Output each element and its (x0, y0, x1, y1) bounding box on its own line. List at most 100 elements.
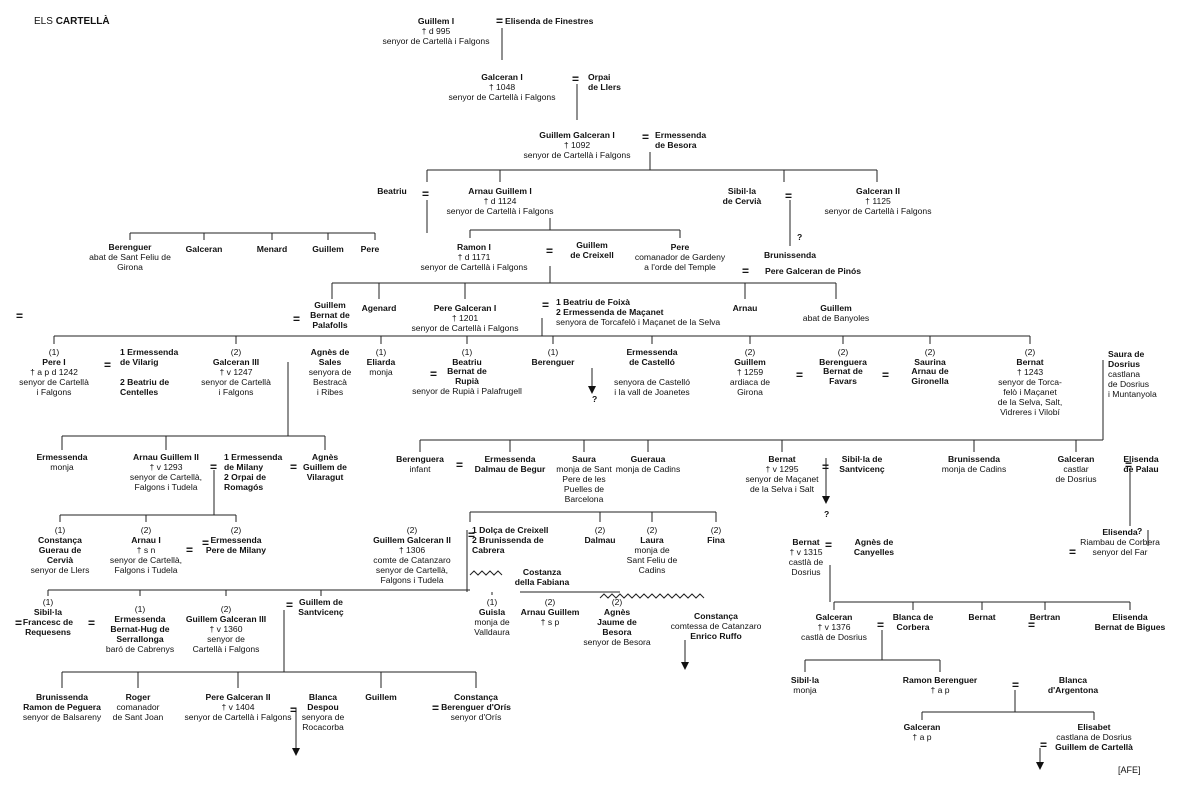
person-note: Puelles de (563, 484, 605, 494)
person-note: monja (50, 462, 74, 472)
marriage-sign: = (496, 14, 504, 28)
person-note: † v 1295 (765, 464, 799, 474)
zigzag-ruffo (599, 593, 705, 599)
person-note: † d 995 (421, 26, 451, 36)
person-name: Pere Galceran de Pinós (764, 266, 862, 276)
person-note: monja de (474, 617, 510, 627)
generation-index: (2) (611, 597, 623, 607)
person-note: a l'orde del Temple (644, 262, 716, 272)
person-note: † v 1404 (221, 702, 255, 712)
person-name: Galceran I (481, 72, 523, 82)
person-note: senyor de Cartellà i Falgons (184, 712, 292, 722)
person-name: Elisenda de Finestres (505, 16, 594, 26)
generation-index: (1) (48, 347, 60, 357)
marriage-sign: = (16, 309, 24, 323)
person-note: † 1243 (1016, 367, 1044, 377)
person-name: Pere (670, 242, 690, 252)
person-name: Arnau Guillem II (133, 452, 199, 462)
generation-index: (2) (140, 525, 152, 535)
person-name: Guillem Galceran III (185, 614, 267, 624)
person-note: senyora de (301, 712, 345, 722)
person-name: Pere (360, 244, 380, 254)
person-bertran: Bertran (1030, 612, 1061, 622)
person-note: † a p (930, 685, 950, 695)
marriage-sign: = (882, 368, 890, 382)
generation-index: (1) (547, 347, 559, 357)
person-name: Bernat (768, 454, 796, 464)
person-note: senyor de Cartellà, (109, 555, 183, 565)
person-note: † 1201 (451, 313, 479, 323)
person-note: † 1306 (398, 545, 426, 555)
unknown-mark: ? (797, 232, 803, 242)
generation-index: (2) (744, 347, 756, 357)
person-name: Elisabet (1077, 722, 1111, 732)
generation-index: (1) (134, 604, 146, 614)
person-note: Dosrius (791, 567, 821, 577)
person-note: † v 1376 (817, 622, 851, 632)
person-name: Guillem (365, 692, 397, 702)
person-note: de Dosrius (1108, 379, 1150, 389)
generation-index: (2) (406, 525, 418, 535)
person-note: castlar (1063, 464, 1089, 474)
person-name: Agenard (361, 303, 397, 313)
person-galceran-ap: Galceran† a p (904, 722, 941, 742)
person-name: Berenguera (819, 357, 867, 367)
person-note: de la Selva, Salt, (997, 397, 1063, 407)
person-note: senyor de Cartellà (19, 377, 89, 387)
person-note: senyora de Torcafelò i Maçanet de la Sel… (556, 317, 721, 327)
marriage-sign: = (742, 264, 750, 278)
person-note: senyora de Castelló (614, 377, 690, 387)
person-note: Falgons i Tudela (380, 575, 444, 585)
person-note: Barcelona (564, 494, 604, 504)
person-name: Brunissenda (947, 454, 1001, 464)
person-name: Guillem (312, 244, 344, 254)
person-name: Eliarda (366, 357, 396, 367)
person-fina: (2)Fina (707, 525, 725, 545)
marriage-sign: = (1040, 738, 1048, 752)
person-note: castlà de (788, 557, 824, 567)
person-ramon-berenguer: Ramon Berenguer† a p (903, 675, 978, 695)
person-note: i Muntanyola (1108, 389, 1157, 399)
marriage-sign: = (642, 130, 650, 144)
person-note (614, 367, 690, 377)
person-note: monja (369, 367, 393, 377)
person-beatriu-c: (1)Beatriu (452, 347, 482, 367)
